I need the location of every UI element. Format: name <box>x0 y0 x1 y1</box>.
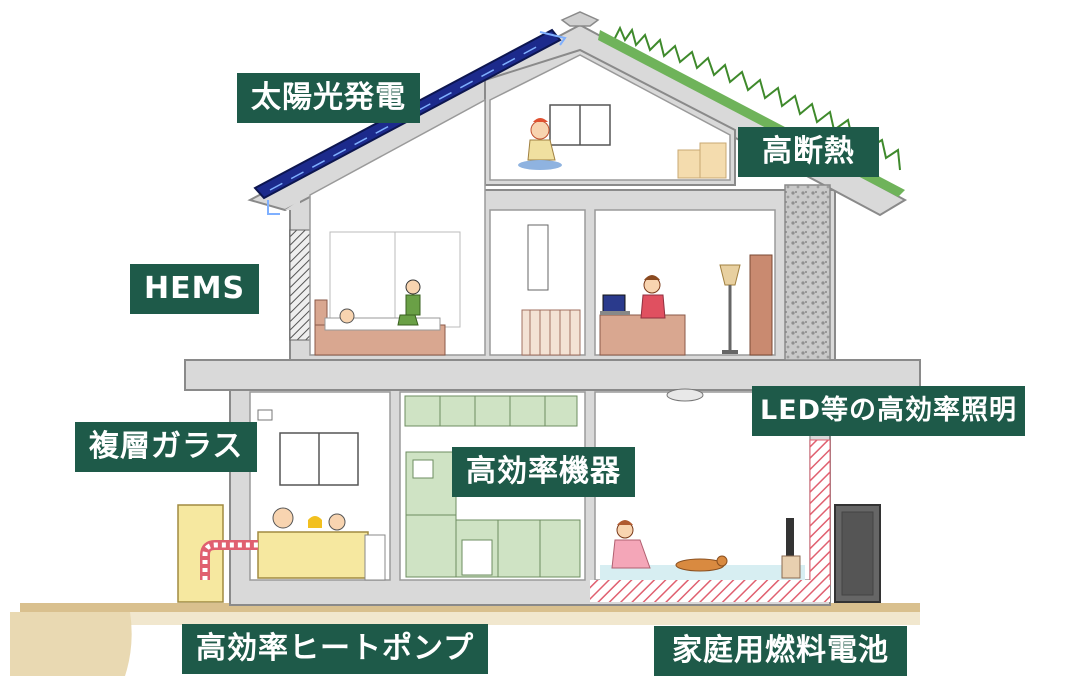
insulation-wall <box>784 184 831 361</box>
person-icon <box>611 520 651 569</box>
person-icon <box>397 279 421 326</box>
bed-icon <box>314 299 446 356</box>
bedroom <box>309 98 486 356</box>
label-fuel-cell: 家庭用燃料電池 <box>654 626 907 676</box>
label-high-insulation: 高断熱 <box>738 127 879 177</box>
kitchen-icon <box>399 391 586 581</box>
laptop-icon <box>600 294 630 315</box>
dog-icon <box>675 555 728 572</box>
label-hems: HEMS <box>130 264 260 314</box>
label-double-glazing: 複層ガラス <box>75 422 258 472</box>
label-solar-power: 太陽光発電 <box>237 73 420 123</box>
wall-switch <box>257 409 273 421</box>
ground <box>0 600 1088 676</box>
bookshelf <box>749 254 773 356</box>
heat-pump-unit-icon <box>177 504 258 603</box>
ceiling-light-icon <box>666 388 704 402</box>
floor-heating-floor <box>590 580 830 602</box>
exterior-wall-panel <box>289 229 311 341</box>
bathtub-icon <box>257 507 386 581</box>
label-efficient-appliances: 高効率機器 <box>452 447 635 497</box>
label-heat-pump: 高効率ヒートポンプ <box>182 624 489 674</box>
floor-heating-wall <box>809 439 831 586</box>
person-icon <box>640 275 666 319</box>
label-led-lighting: LED等の高効率照明 <box>752 386 1026 436</box>
hallway <box>489 209 586 356</box>
person-icon <box>518 118 562 170</box>
desk-lamp-icon <box>719 264 741 354</box>
fuel-cell-unit-icon <box>834 504 881 603</box>
desk-icon <box>599 314 686 356</box>
tv-icon <box>781 518 801 579</box>
